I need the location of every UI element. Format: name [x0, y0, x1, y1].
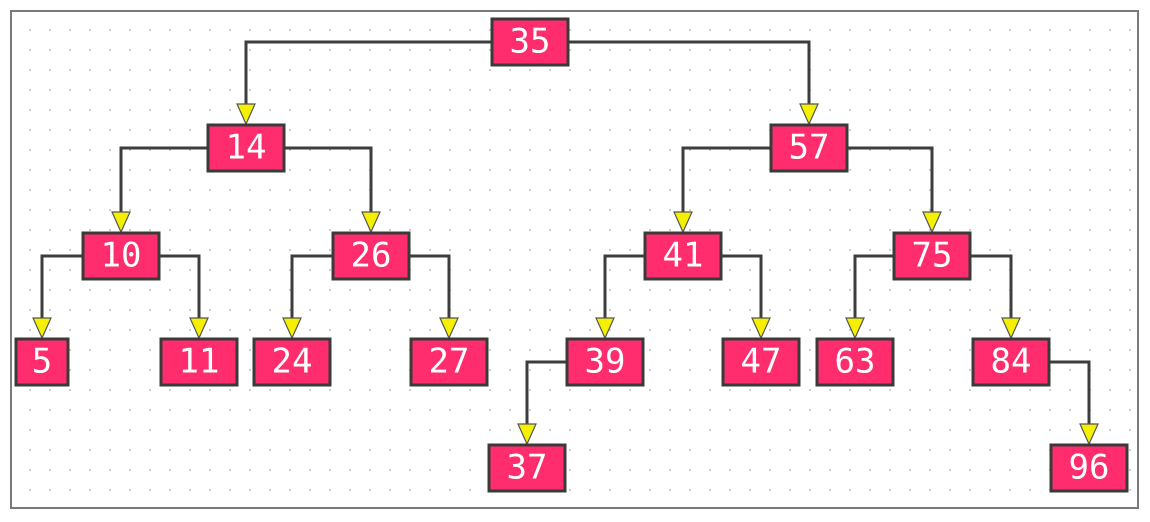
node-box [14, 337, 70, 387]
node-box [769, 123, 849, 173]
edge-n75-n63 [853, 254, 894, 318]
arrowhead-n75 [922, 211, 942, 234]
arrowhead-n57 [799, 103, 819, 126]
node-box [565, 337, 645, 387]
node-label: 75 [912, 236, 953, 276]
node-box [331, 231, 411, 281]
tree-node-63: 63 [815, 337, 895, 387]
node-box [721, 337, 801, 387]
edge-n26-n27 [409, 254, 451, 318]
node-box [892, 231, 972, 281]
arrowhead-n26 [361, 211, 381, 234]
edge-n26-n24 [290, 254, 333, 318]
arrowhead-n24 [282, 317, 302, 340]
node-label: 96 [1069, 448, 1110, 488]
tree-node-27: 27 [409, 337, 489, 387]
arrowhead-n47 [751, 317, 771, 340]
node-label: 11 [179, 342, 220, 382]
tree-node-11: 11 [159, 337, 239, 387]
node-label: 14 [226, 128, 267, 168]
node-box [252, 337, 332, 387]
node-label: 84 [991, 342, 1032, 382]
tree-node-41: 41 [643, 231, 723, 281]
arrowhead-n39 [595, 317, 615, 340]
arrowhead-n41 [673, 211, 693, 234]
tree-node-57: 57 [769, 123, 849, 173]
arrowhead-n11 [189, 317, 209, 340]
edge-n39-n37 [525, 360, 567, 424]
node-label: 5 [32, 342, 52, 382]
nodes-layer: 35 14 57 10 26 41 75 5 11 24 27 39 47 63 84 37 96 [14, 17, 1129, 493]
edge-n35-n14 [244, 40, 492, 104]
tree-node-26: 26 [331, 231, 411, 281]
node-label: 27 [429, 342, 470, 382]
arrowhead-n27 [439, 317, 459, 340]
tree-node-14: 14 [206, 123, 286, 173]
edge-n10-n11 [159, 254, 201, 318]
tree-node-39: 39 [565, 337, 645, 387]
arrowhead-n37 [517, 423, 537, 446]
edge-n10-n5 [40, 254, 83, 318]
tree-node-84: 84 [971, 337, 1051, 387]
edge-n57-n41 [681, 146, 771, 212]
node-box [815, 337, 895, 387]
tree-node-24: 24 [252, 337, 332, 387]
arrowhead-n96 [1079, 423, 1099, 446]
node-label: 37 [507, 448, 548, 488]
arrowhead-n84 [1001, 317, 1021, 340]
node-box [159, 337, 239, 387]
tree-node-75: 75 [892, 231, 972, 281]
node-box [206, 123, 286, 173]
tree-node-5: 5 [14, 337, 70, 387]
edge-n14-n10 [119, 146, 208, 212]
node-label: 57 [789, 128, 830, 168]
tree-node-47: 47 [721, 337, 801, 387]
tree-node-35: 35 [490, 17, 570, 67]
node-box [1049, 443, 1129, 493]
node-box [81, 231, 161, 281]
edge-n84-n96 [1049, 360, 1091, 424]
node-box [487, 443, 567, 493]
node-box [409, 337, 489, 387]
tree-node-96: 96 [1049, 443, 1129, 493]
node-label: 47 [741, 342, 782, 382]
node-label: 35 [510, 22, 551, 62]
node-box [490, 17, 570, 67]
arrowhead-n5 [32, 317, 52, 340]
node-label: 39 [585, 342, 626, 382]
node-label: 41 [663, 236, 704, 276]
edge-n35-n57 [568, 40, 811, 104]
edge-n14-n26 [284, 146, 373, 212]
node-label: 24 [272, 342, 313, 382]
edge-n75-n84 [970, 254, 1013, 318]
node-label: 10 [101, 236, 142, 276]
tree-node-37: 37 [487, 443, 567, 493]
edge-n41-n47 [721, 254, 763, 318]
arrowhead-n14 [236, 103, 256, 126]
node-label: 63 [835, 342, 876, 382]
arrowhead-n63 [845, 317, 865, 340]
arrowhead-n10 [111, 211, 131, 234]
node-box [643, 231, 723, 281]
tree-node-10: 10 [81, 231, 161, 281]
node-label: 26 [351, 236, 392, 276]
edges-layer [32, 40, 1099, 446]
edge-n57-n75 [847, 146, 934, 212]
node-box [971, 337, 1051, 387]
edge-n41-n39 [603, 254, 645, 318]
